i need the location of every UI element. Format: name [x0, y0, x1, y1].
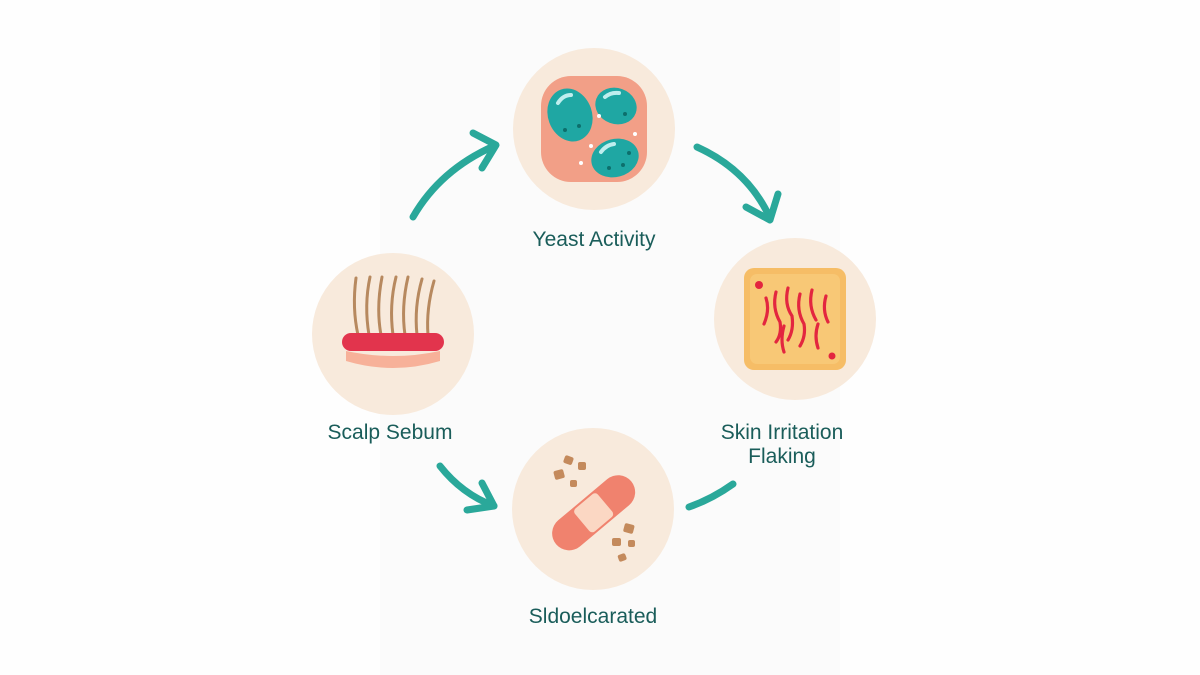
- node-skin-irritation: [714, 238, 876, 400]
- label-skin-irritation: Skin Irritation: [720, 421, 844, 444]
- yeast-cells-icon: [541, 76, 647, 182]
- irritated-skin-icon: [744, 268, 846, 370]
- label-flaking: Flaking: [748, 445, 816, 468]
- label-scalp-sebum: Scalp Sebum: [327, 421, 453, 444]
- bandage-icon: [552, 455, 636, 562]
- node-scalp-sebum: [312, 253, 474, 415]
- node-bandage: [512, 428, 674, 590]
- label-bottom-node: Sldoelcarated: [528, 605, 658, 628]
- hair-follicle-icon: [342, 275, 444, 368]
- label-yeast-activity: Yeast Activity: [532, 228, 656, 251]
- node-yeast-activity: [513, 48, 675, 210]
